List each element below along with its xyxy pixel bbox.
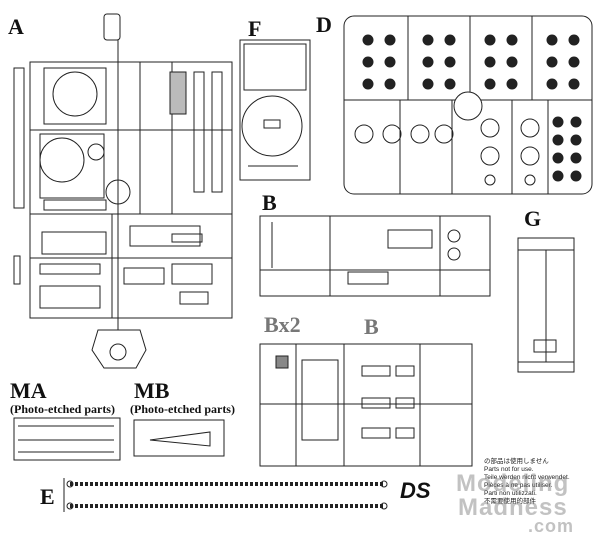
photo-etched-ma-label: MA bbox=[10, 378, 47, 403]
watermark-line-1: Modeling bbox=[456, 470, 570, 497]
sprue-b-label: B bbox=[262, 190, 277, 215]
ds-logo: DS bbox=[400, 478, 431, 503]
sprue-a-label: A bbox=[8, 14, 24, 39]
sprue-g-frame bbox=[517, 237, 575, 373]
photo-etched-ma-sub: (Photo-etched parts) bbox=[10, 402, 115, 416]
notice-line: の部品は使用しません bbox=[484, 458, 549, 465]
sprue-bx2-label: Bx2 bbox=[264, 312, 301, 337]
photo-etched-mb-sub: (Photo-etched parts) bbox=[130, 402, 235, 416]
track-e-label: E bbox=[40, 484, 55, 509]
photo-etched-mb-label: MB bbox=[134, 378, 170, 403]
notice-line: Parti non utilizzati. bbox=[484, 490, 537, 497]
sprue-bx2-frame bbox=[259, 343, 473, 467]
notice-line: Pièces à ne pas utiliser. bbox=[484, 482, 553, 489]
sprue-b-second-label: B bbox=[364, 314, 379, 339]
sprue-d-wheels bbox=[362, 34, 582, 182]
watermark-line-2: Madness bbox=[458, 494, 568, 521]
parts-not-for-use-notice: の部品は使用しません Parts not for use. Teile werd… bbox=[484, 458, 570, 506]
sprue-f-frame bbox=[239, 39, 311, 181]
watermark-line-3: .com bbox=[528, 516, 575, 536]
notice-line: Parts not for use. bbox=[484, 466, 534, 473]
sprue-g-label: G bbox=[524, 206, 542, 231]
notice-line: 不需要使用的部件 bbox=[484, 498, 536, 505]
track-links-e bbox=[63, 478, 388, 512]
sprue-b-frame bbox=[259, 215, 491, 297]
sprue-d-label: D bbox=[316, 12, 332, 37]
sprue-f-label: F bbox=[248, 16, 262, 41]
sprue-d-frame bbox=[343, 15, 593, 195]
sprue-d-sprockets bbox=[354, 118, 540, 186]
notice-line: Teile werden nicht verwendet. bbox=[484, 474, 570, 481]
photo-etched-mb bbox=[133, 419, 225, 457]
photo-etched-ma bbox=[13, 417, 121, 461]
sprue-a-frame bbox=[13, 13, 233, 369]
